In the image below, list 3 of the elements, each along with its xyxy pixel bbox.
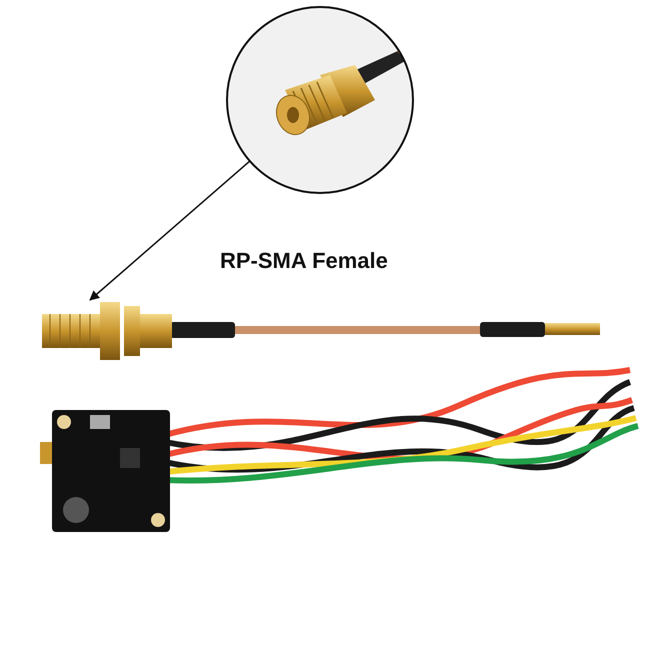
arrow	[89, 160, 250, 301]
part-label: RP-SMA Female	[220, 248, 388, 274]
connector-closeup-photo	[225, 5, 415, 195]
